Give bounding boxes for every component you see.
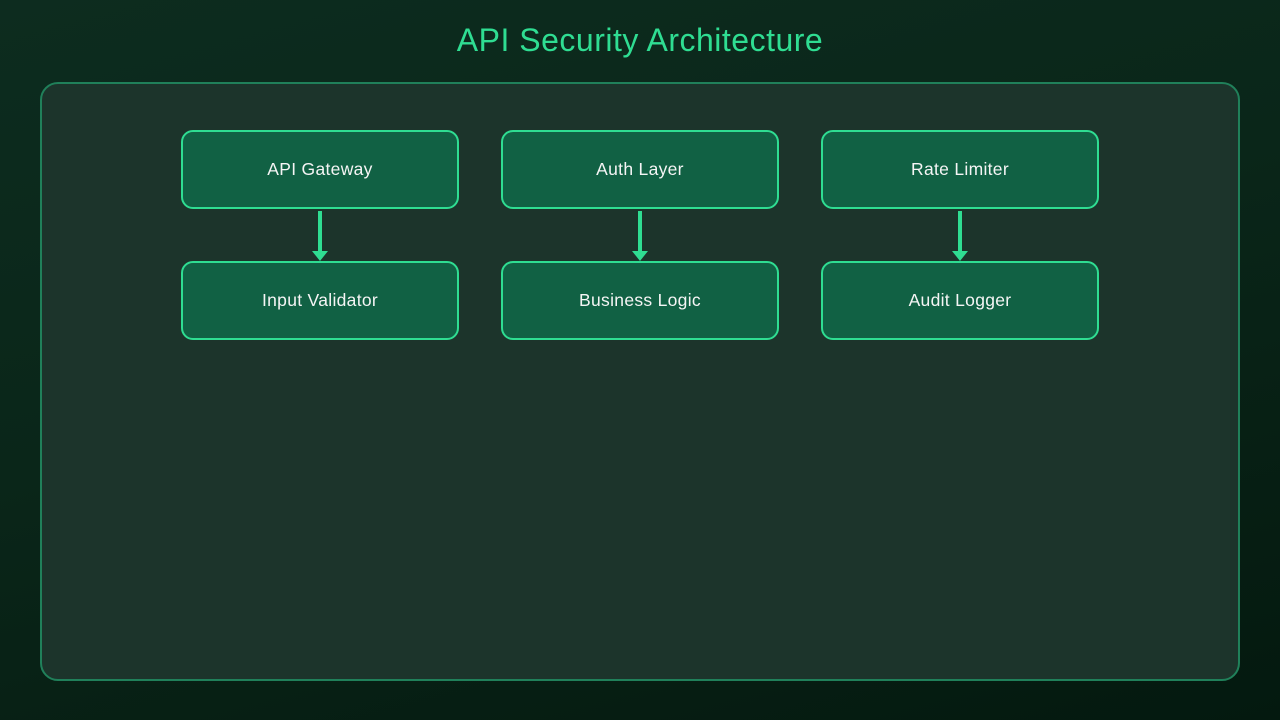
node-label-auth-layer: Auth Layer	[596, 159, 684, 179]
arrow-stem	[638, 211, 642, 252]
node-api-gateway: API Gateway	[181, 130, 459, 209]
node-input-validator: Input Validator	[181, 261, 459, 340]
edge-rate-limiter-to-audit-logger	[952, 211, 968, 261]
node-label-rate-limiter: Rate Limiter	[911, 159, 1009, 179]
arrow-down-icon	[632, 251, 648, 261]
node-business-logic: Business Logic	[501, 261, 779, 340]
node-label-audit-logger: Audit Logger	[908, 290, 1012, 310]
node-rate-limiter: Rate Limiter	[821, 130, 1099, 209]
page-title: API Security Architecture	[456, 22, 824, 58]
node-audit-logger: Audit Logger	[821, 261, 1099, 340]
node-label-business-logic: Business Logic	[579, 290, 701, 310]
arrow-stem	[958, 211, 962, 252]
node-label-input-validator: Input Validator	[261, 290, 379, 310]
arrow-stem	[318, 211, 322, 252]
edge-api-gateway-to-input-validator	[312, 211, 328, 261]
node-auth-layer: Auth Layer	[501, 130, 779, 209]
edge-auth-layer-to-business-logic	[632, 211, 648, 261]
node-label-api-gateway: API Gateway	[267, 159, 373, 179]
arrow-down-icon	[312, 251, 328, 261]
arrow-down-icon	[952, 251, 968, 261]
